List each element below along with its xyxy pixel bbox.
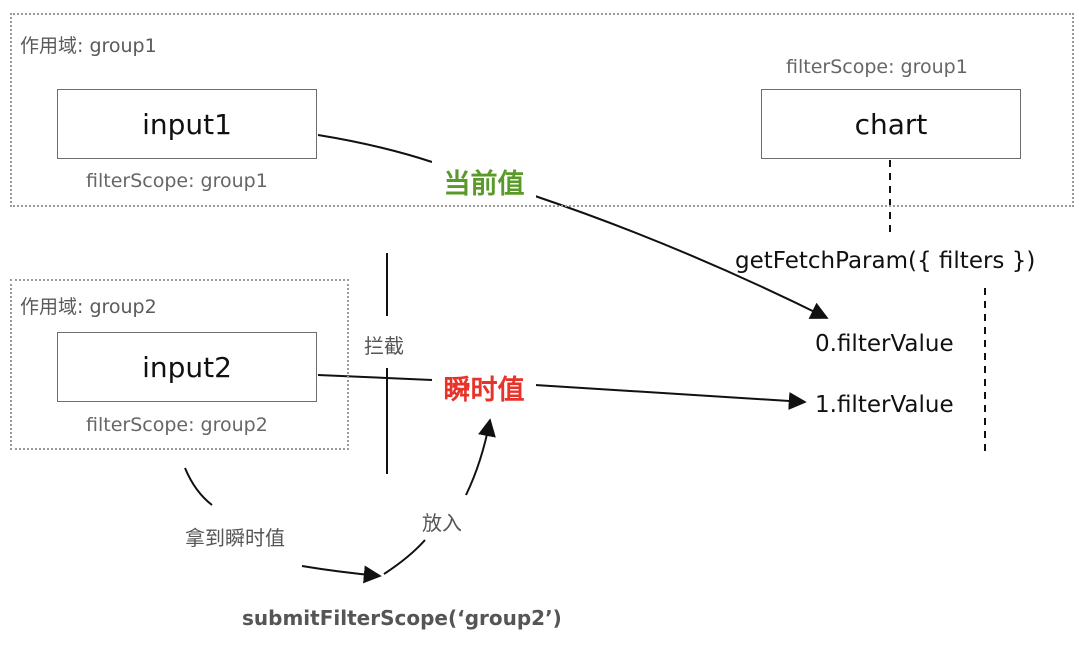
input1-filter-scope: filterScope: group1: [86, 170, 268, 192]
filter-value-1: 1.filterValue: [815, 392, 954, 418]
input2-label: input2: [142, 350, 232, 384]
submit-filter-scope-label: submitFilterScope(‘group2’): [242, 606, 562, 630]
get-instant-value-label: 拿到瞬时值: [185, 526, 285, 550]
get-instant-curve-top: [184, 467, 213, 506]
intercept-label: 拦截: [364, 334, 404, 358]
put-in-curve-bottom: [383, 539, 426, 575]
put-in-arrow: [465, 418, 496, 496]
chart-label: chart: [854, 107, 928, 141]
input1-box: input1: [57, 89, 317, 159]
filter-value-0: 0.filterValue: [815, 331, 954, 357]
chart-filter-scope: filterScope: group1: [786, 56, 968, 78]
current-value-label: 当前值: [432, 160, 536, 203]
scope-group1: [10, 13, 1074, 207]
chart-box: chart: [761, 89, 1021, 159]
input2-filter-scope: filterScope: group2: [86, 414, 268, 436]
instant-value-label: 瞬时值: [432, 366, 536, 409]
input2-box: input2: [57, 332, 317, 402]
input1-label: input1: [142, 107, 232, 141]
scope-group2: [10, 279, 349, 450]
current-value-arrow: [534, 195, 829, 319]
scope-group2-label: 作用域: group2: [20, 296, 157, 318]
fetch-param-label: getFetchParam({ filters }): [735, 248, 1036, 274]
input2-to-instant-value-line: [317, 374, 433, 381]
input1-to-current-value-line: [317, 134, 433, 163]
put-in-label: 放入: [422, 511, 462, 535]
scope-group1-label: 作用域: group1: [20, 35, 157, 57]
instant-value-arrow: [534, 384, 807, 410]
get-instant-arrow: [301, 565, 382, 584]
